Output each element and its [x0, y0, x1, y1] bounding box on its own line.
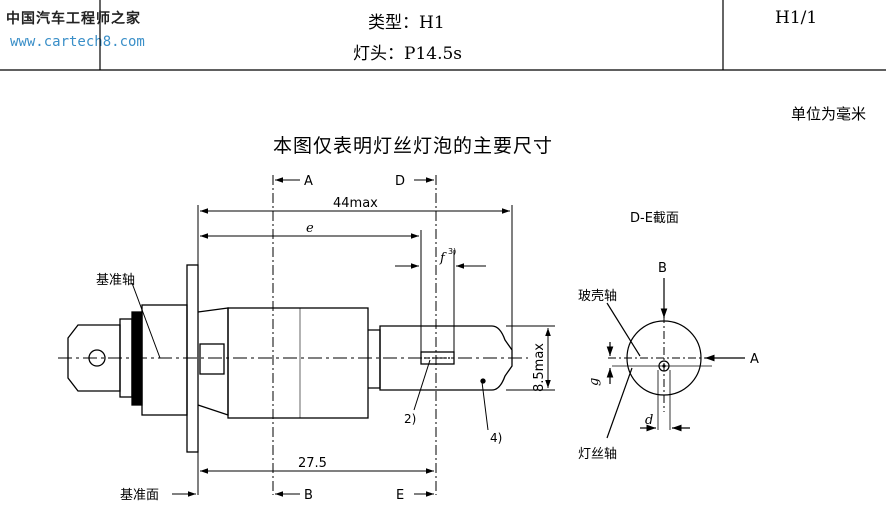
dim-g-label: g — [587, 378, 602, 386]
glass-axis-label: 玻壳轴 — [578, 289, 617, 304]
dim-e-label: e — [306, 221, 314, 236]
section-a-label: A — [304, 174, 313, 189]
section-view-b-label: B — [658, 261, 667, 276]
bulb-type-label: 类型：H1 — [368, 13, 445, 33]
section-e-label: E — [396, 488, 404, 503]
dim-f-footnote: 3) — [448, 247, 456, 256]
section-view-de — [606, 278, 745, 439]
dim-44max-label: 44max — [333, 196, 378, 211]
dim-f-label: f — [439, 251, 447, 266]
dim-d-label: d — [645, 413, 653, 428]
filament-center-dot — [662, 364, 666, 368]
watermark-brand: 中国汽车工程师之家 — [6, 11, 141, 27]
watermark-url: www.cartech8.com — [10, 34, 145, 50]
filament-axis-label: 灯丝轴 — [578, 447, 617, 462]
unit-note: 单位为毫米 — [790, 105, 866, 123]
section-b-label: B — [304, 488, 313, 503]
header-table-lines — [0, 0, 886, 71]
lamp-side-view — [58, 264, 528, 453]
dim-275-label: 27.5 — [298, 456, 327, 471]
sheet-id: H1/1 — [775, 8, 818, 28]
dim-85max-label: 8.5max — [532, 343, 547, 392]
section-title: D-E截面 — [630, 211, 679, 226]
datum-plane-label: 基准面 — [120, 488, 159, 503]
dimension-lines — [131, 175, 555, 497]
note-2-label: 2) — [404, 412, 416, 426]
drawing-title: 本图仅表明灯丝灯泡的主要尺寸 — [272, 135, 553, 157]
section-view-a-label: A — [750, 352, 759, 367]
cap-type-label: 灯头：P14.5s — [353, 44, 463, 64]
note-4-label: 4) — [490, 431, 502, 445]
section-d-label: D — [395, 174, 405, 189]
datum-axis-label: 基准轴 — [96, 273, 135, 288]
